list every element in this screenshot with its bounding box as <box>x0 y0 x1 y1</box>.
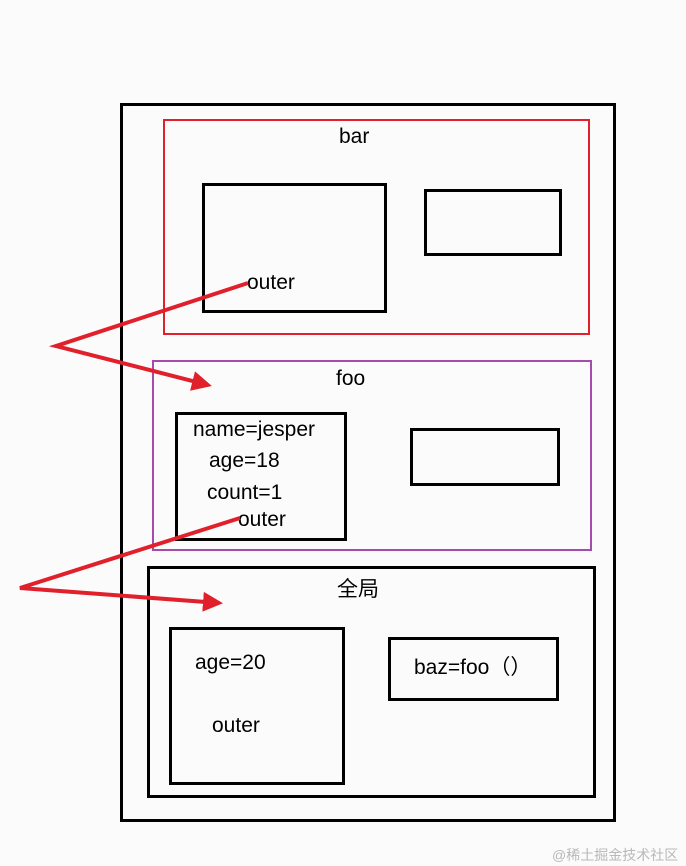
global-outer-label: outer <box>212 714 260 737</box>
foo-variable-box <box>175 412 347 541</box>
bar-empty-box <box>424 189 562 256</box>
foo-scope-title: foo <box>336 367 366 390</box>
foo-var-age: age=18 <box>209 449 280 472</box>
bar-outer-label: outer <box>247 271 295 294</box>
arrow-foo-to-global <box>19 516 241 612</box>
bar-scope-title: bar <box>339 125 370 148</box>
bar-variable-box <box>202 183 387 313</box>
bar-scope-box <box>163 119 590 335</box>
global-func-box <box>388 637 559 701</box>
global-var-age: age=20 <box>195 651 266 674</box>
global-scope-box <box>147 566 596 798</box>
foo-scope-box <box>152 360 592 551</box>
outer-frame <box>120 103 616 822</box>
foo-var-count: count=1 <box>207 481 283 504</box>
foo-outer-label: outer <box>238 508 286 531</box>
watermark: @稀土掘金技术社区 <box>552 847 679 863</box>
foo-empty-box <box>410 428 560 486</box>
global-variable-box <box>169 627 345 785</box>
global-scope-title: 全局 <box>337 578 379 601</box>
foo-var-name: name=jesper <box>193 418 315 441</box>
global-func-label: baz=foo（） <box>414 656 532 679</box>
arrow-bar-to-foo <box>48 281 249 391</box>
